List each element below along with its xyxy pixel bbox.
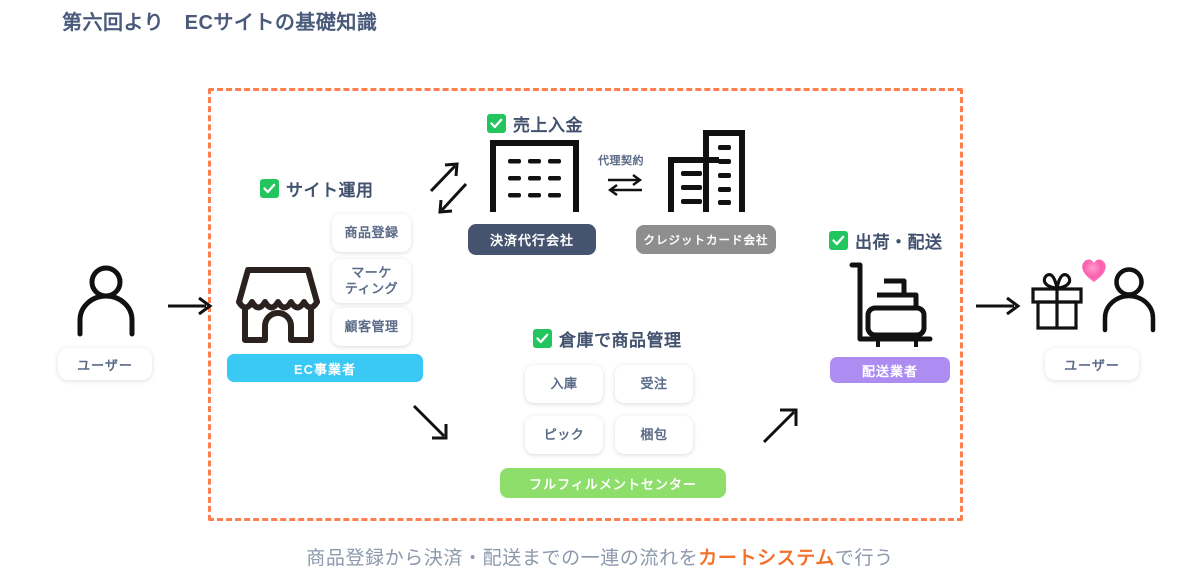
arrow-site-payment-exchange-icon	[428, 160, 472, 223]
chip-product-registration[interactable]: 商品登録	[332, 214, 411, 252]
office-building-icon	[489, 139, 580, 212]
check-icon	[533, 329, 552, 348]
badge-payment-agency[interactable]: 決済代行会社	[468, 224, 596, 255]
chip-inbound[interactable]: 入庫	[525, 365, 603, 403]
site-operation-heading: サイト運用	[260, 176, 374, 201]
footer-highlight: カートシステム	[698, 548, 835, 569]
sales-deposit-label: 売上入金	[513, 116, 583, 135]
shipping-label: 出荷・配送	[855, 233, 943, 252]
badge-delivery-company[interactable]: 配送業者	[830, 357, 950, 383]
badge-fulfillment-center[interactable]: フルフィルメントセンター	[500, 468, 726, 498]
warehouse-heading: 倉庫で商品管理	[533, 326, 682, 351]
gift-icon	[1030, 268, 1084, 330]
check-icon	[829, 231, 848, 250]
warehouse-label: 倉庫で商品管理	[559, 331, 682, 350]
chip-order-receipt[interactable]: 受注	[615, 365, 693, 403]
arrow-shipping-to-user-icon	[974, 295, 1022, 322]
footer-caption: 商品登録から決済・配送までの一連の流れをカートシステムで行う	[0, 543, 1200, 570]
footer-text-after: で行う	[834, 548, 894, 569]
user-left-label: ユーザー	[58, 348, 152, 380]
arrow-site-to-warehouse-icon	[410, 402, 454, 451]
storefront-icon	[231, 262, 325, 346]
shipping-heading: 出荷・配送	[829, 228, 943, 253]
two-buildings-icon	[667, 129, 747, 212]
person-icon	[1100, 266, 1158, 333]
chip-packing[interactable]: 梱包	[615, 416, 693, 454]
hand-truck-icon	[846, 262, 934, 349]
check-icon	[260, 179, 279, 198]
bidirectional-arrow-icon	[605, 172, 645, 203]
heart-emoji-icon	[1079, 256, 1109, 284]
person-icon	[74, 264, 138, 337]
user-right-label: ユーザー	[1045, 348, 1139, 380]
arrow-warehouse-to-shipping-icon	[760, 404, 804, 453]
agency-contract-label: 代理契約	[598, 155, 644, 167]
arrow-user-to-site-icon	[166, 295, 214, 322]
badge-ec-business[interactable]: EC事業者	[227, 354, 423, 382]
chip-marketing[interactable]: マーケ ティング	[332, 259, 411, 303]
sales-deposit-heading: 売上入金	[487, 111, 583, 136]
site-operation-label: サイト運用	[286, 181, 374, 200]
chip-pick[interactable]: ピック	[525, 416, 603, 454]
page-title: 第六回より ECサイトの基礎知識	[62, 12, 378, 34]
check-icon	[487, 114, 506, 133]
chip-customer-management[interactable]: 顧客管理	[332, 308, 411, 346]
badge-credit-card-company[interactable]: クレジットカード会社	[636, 225, 776, 254]
footer-text-before: 商品登録から決済・配送までの一連の流れを	[306, 548, 699, 569]
